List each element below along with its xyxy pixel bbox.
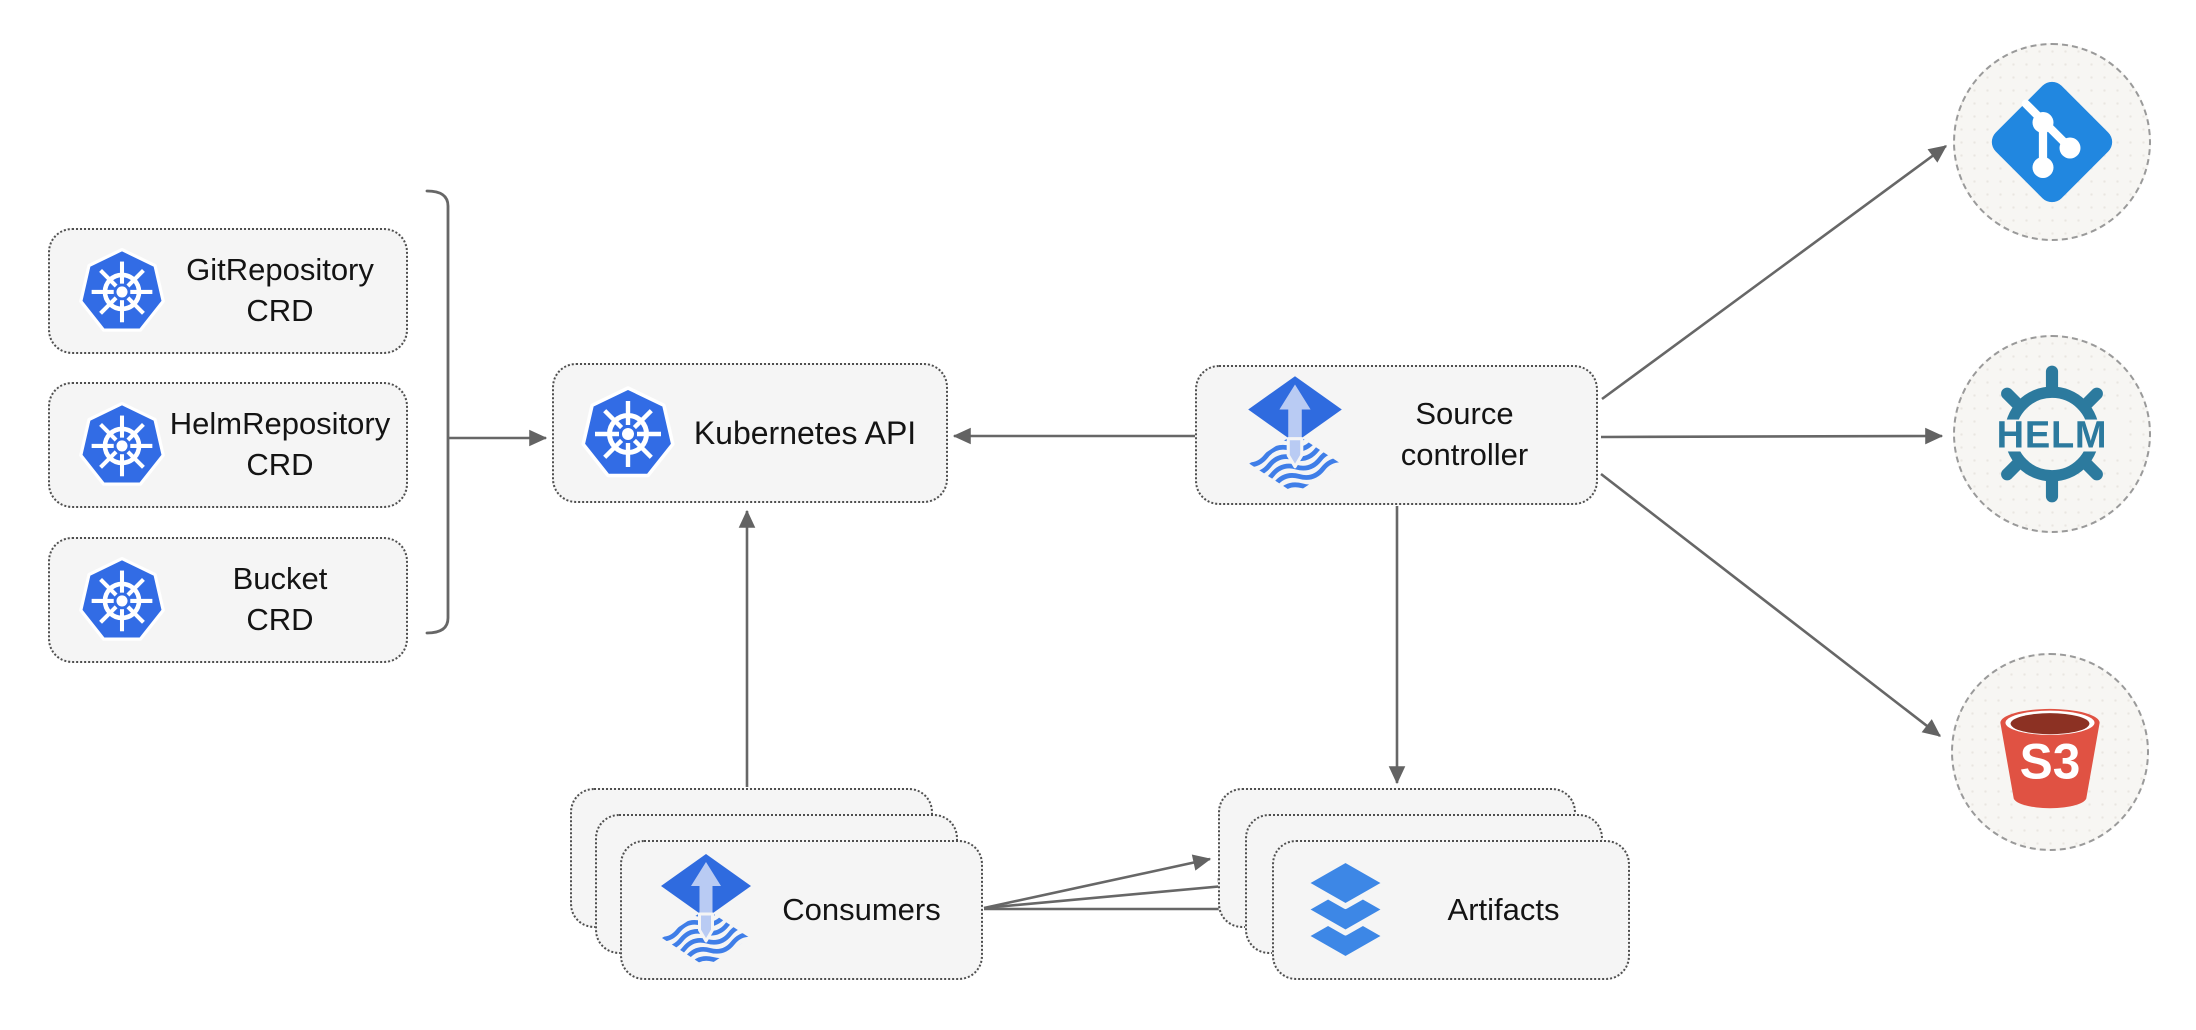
node-helmrepository-crd: HelmRepository CRD (48, 382, 408, 508)
kubernetes-icon (76, 245, 168, 337)
edge-source-to-git (1601, 144, 1947, 401)
layers-icon (1301, 857, 1390, 963)
label-line-1: GitRepository (186, 252, 374, 288)
endpoint-s3: S3 (1951, 653, 2149, 851)
helm-logo-text: HELM (1997, 415, 2108, 457)
consumers-label: Consumers (756, 890, 981, 931)
edge-consumers-to-artifacts-2 (983, 878, 1237, 910)
artifacts-label: Artifacts (1393, 890, 1628, 931)
edge-source-to-s3 (1600, 472, 1941, 738)
endpoint-helm: HELM (1953, 335, 2151, 533)
label-line-1: Bucket (232, 561, 328, 597)
node-consumers: Consumers (620, 840, 983, 980)
edge-consumers-to-artifacts-1 (983, 854, 1212, 910)
node-kubernetes-api: Kubernetes API (552, 363, 948, 503)
helm-icon: HELM (1976, 365, 2128, 503)
node-source-controller: Source controller (1195, 365, 1598, 505)
kubernetes-api-label: Kubernetes API (678, 412, 946, 454)
label-line-1: Consumers (782, 891, 941, 927)
kubernetes-icon (76, 399, 168, 491)
crd-group-bracket (425, 189, 450, 635)
kubernetes-icon (578, 383, 678, 483)
node-artifacts: Artifacts (1272, 840, 1630, 980)
artifacts-stack: Artifacts (1218, 788, 1638, 988)
label-line-2: CRD (246, 447, 314, 482)
flux-icon (1243, 375, 1347, 495)
consumers-stack: Consumers (570, 788, 990, 988)
node-gitrepository-crd: GitRepository CRD (48, 228, 408, 354)
label-line-1: Kubernetes API (693, 414, 917, 451)
gitrepository-crd-label: GitRepository CRD (168, 250, 406, 332)
label-line-1: HelmRepository (169, 406, 391, 442)
kubernetes-icon (76, 554, 168, 646)
bucket-crd-label: Bucket CRD (168, 559, 406, 641)
helmrepository-crd-label: HelmRepository CRD (168, 404, 406, 486)
s3-logo-text: S3 (2020, 733, 2081, 789)
label-line-2: CRD (246, 602, 314, 637)
flux-icon (656, 853, 756, 968)
git-icon (1991, 81, 2113, 203)
endpoint-git (1953, 43, 2151, 241)
source-controller-label: Source controller (1347, 394, 1596, 476)
label-line-1: Artifacts (1447, 891, 1560, 927)
node-bucket-crd: Bucket CRD (48, 537, 408, 663)
label-line-1: Source (1415, 396, 1514, 432)
s3-bucket-icon: S3 (2000, 708, 2100, 809)
label-line-2: controller (1400, 437, 1529, 472)
label-line-2: CRD (246, 293, 314, 328)
edge-source-to-helm (1600, 427, 1944, 445)
